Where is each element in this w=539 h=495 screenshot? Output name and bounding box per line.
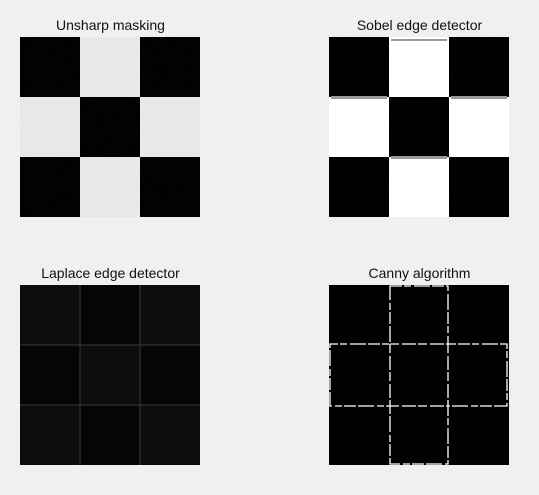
panel-title: Sobel edge detector (356, 17, 483, 33)
canny-image (329, 285, 509, 465)
unsharp-image (20, 37, 200, 217)
panel-title: Laplace edge detector (41, 265, 180, 281)
panel-title: Canny algorithm (368, 265, 471, 281)
laplace-image (20, 285, 200, 465)
panel-sobel-edge-detector: Sobel edge detector (329, 17, 510, 217)
panel-title: Unsharp masking (56, 17, 165, 33)
panel-canny-algorithm: Canny algorithm (329, 265, 510, 465)
panel-unsharp-masking: Unsharp masking (20, 17, 201, 217)
sobel-image (329, 37, 509, 217)
panel-laplace-edge-detector: Laplace edge detector (20, 265, 201, 465)
